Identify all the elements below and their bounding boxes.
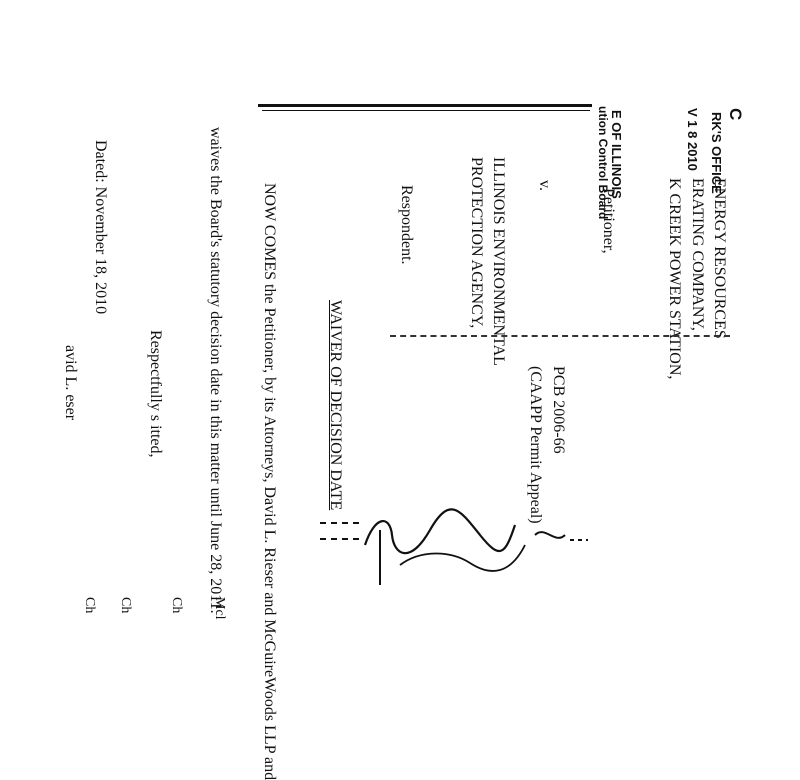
petitioner-name-line1: ENERGY RESOURCES: [711, 178, 728, 339]
respectfully-submitted: Respectfully s itted,: [147, 330, 164, 458]
document-title: WAIVER OF DECISION DATE: [327, 300, 344, 511]
petitioner-name-line3: K CREEK POWER STATION,: [666, 178, 683, 380]
respondent-name-line2: PROTECTION AGENCY,: [468, 157, 485, 329]
stamp-state: E OF ILLINOIS: [609, 110, 624, 199]
body-paragraph-line1: NOW COMES the Petitioner, by its Attorne…: [261, 183, 278, 780]
edge-fragment: Ch: [169, 597, 184, 614]
scan-rule: [258, 104, 592, 107]
versus: v.: [536, 180, 553, 191]
signature: [320, 505, 590, 585]
petitioner-label: Petitioner,: [600, 188, 617, 254]
case-number: PCB 2006-66: [550, 366, 567, 454]
petitioner-name-line2: ERATING COMPANY,: [689, 178, 706, 331]
edge-fragment: Ch: [118, 597, 133, 614]
case-type: (CAAPP Permit Appeal): [527, 366, 544, 524]
body-paragraph-line2: waives the Board's statutory decision da…: [207, 127, 224, 614]
scan-rule: [262, 110, 590, 111]
edge-fragment: Mcl: [212, 597, 227, 620]
attorney-name: avid L. eser: [62, 345, 79, 421]
respondent-label: Respondent.: [398, 185, 415, 265]
stamp-letter: C: [726, 108, 745, 121]
scanned-document-page: { "stamp": { "letter": "C", "office": "R…: [62, 104, 745, 780]
edge-fragment: Ch: [82, 597, 97, 614]
stamp-date: V 1 8 2010: [685, 108, 700, 171]
caption-bracket: [390, 335, 730, 337]
dated-line: Dated: November 18, 2010: [92, 140, 109, 315]
